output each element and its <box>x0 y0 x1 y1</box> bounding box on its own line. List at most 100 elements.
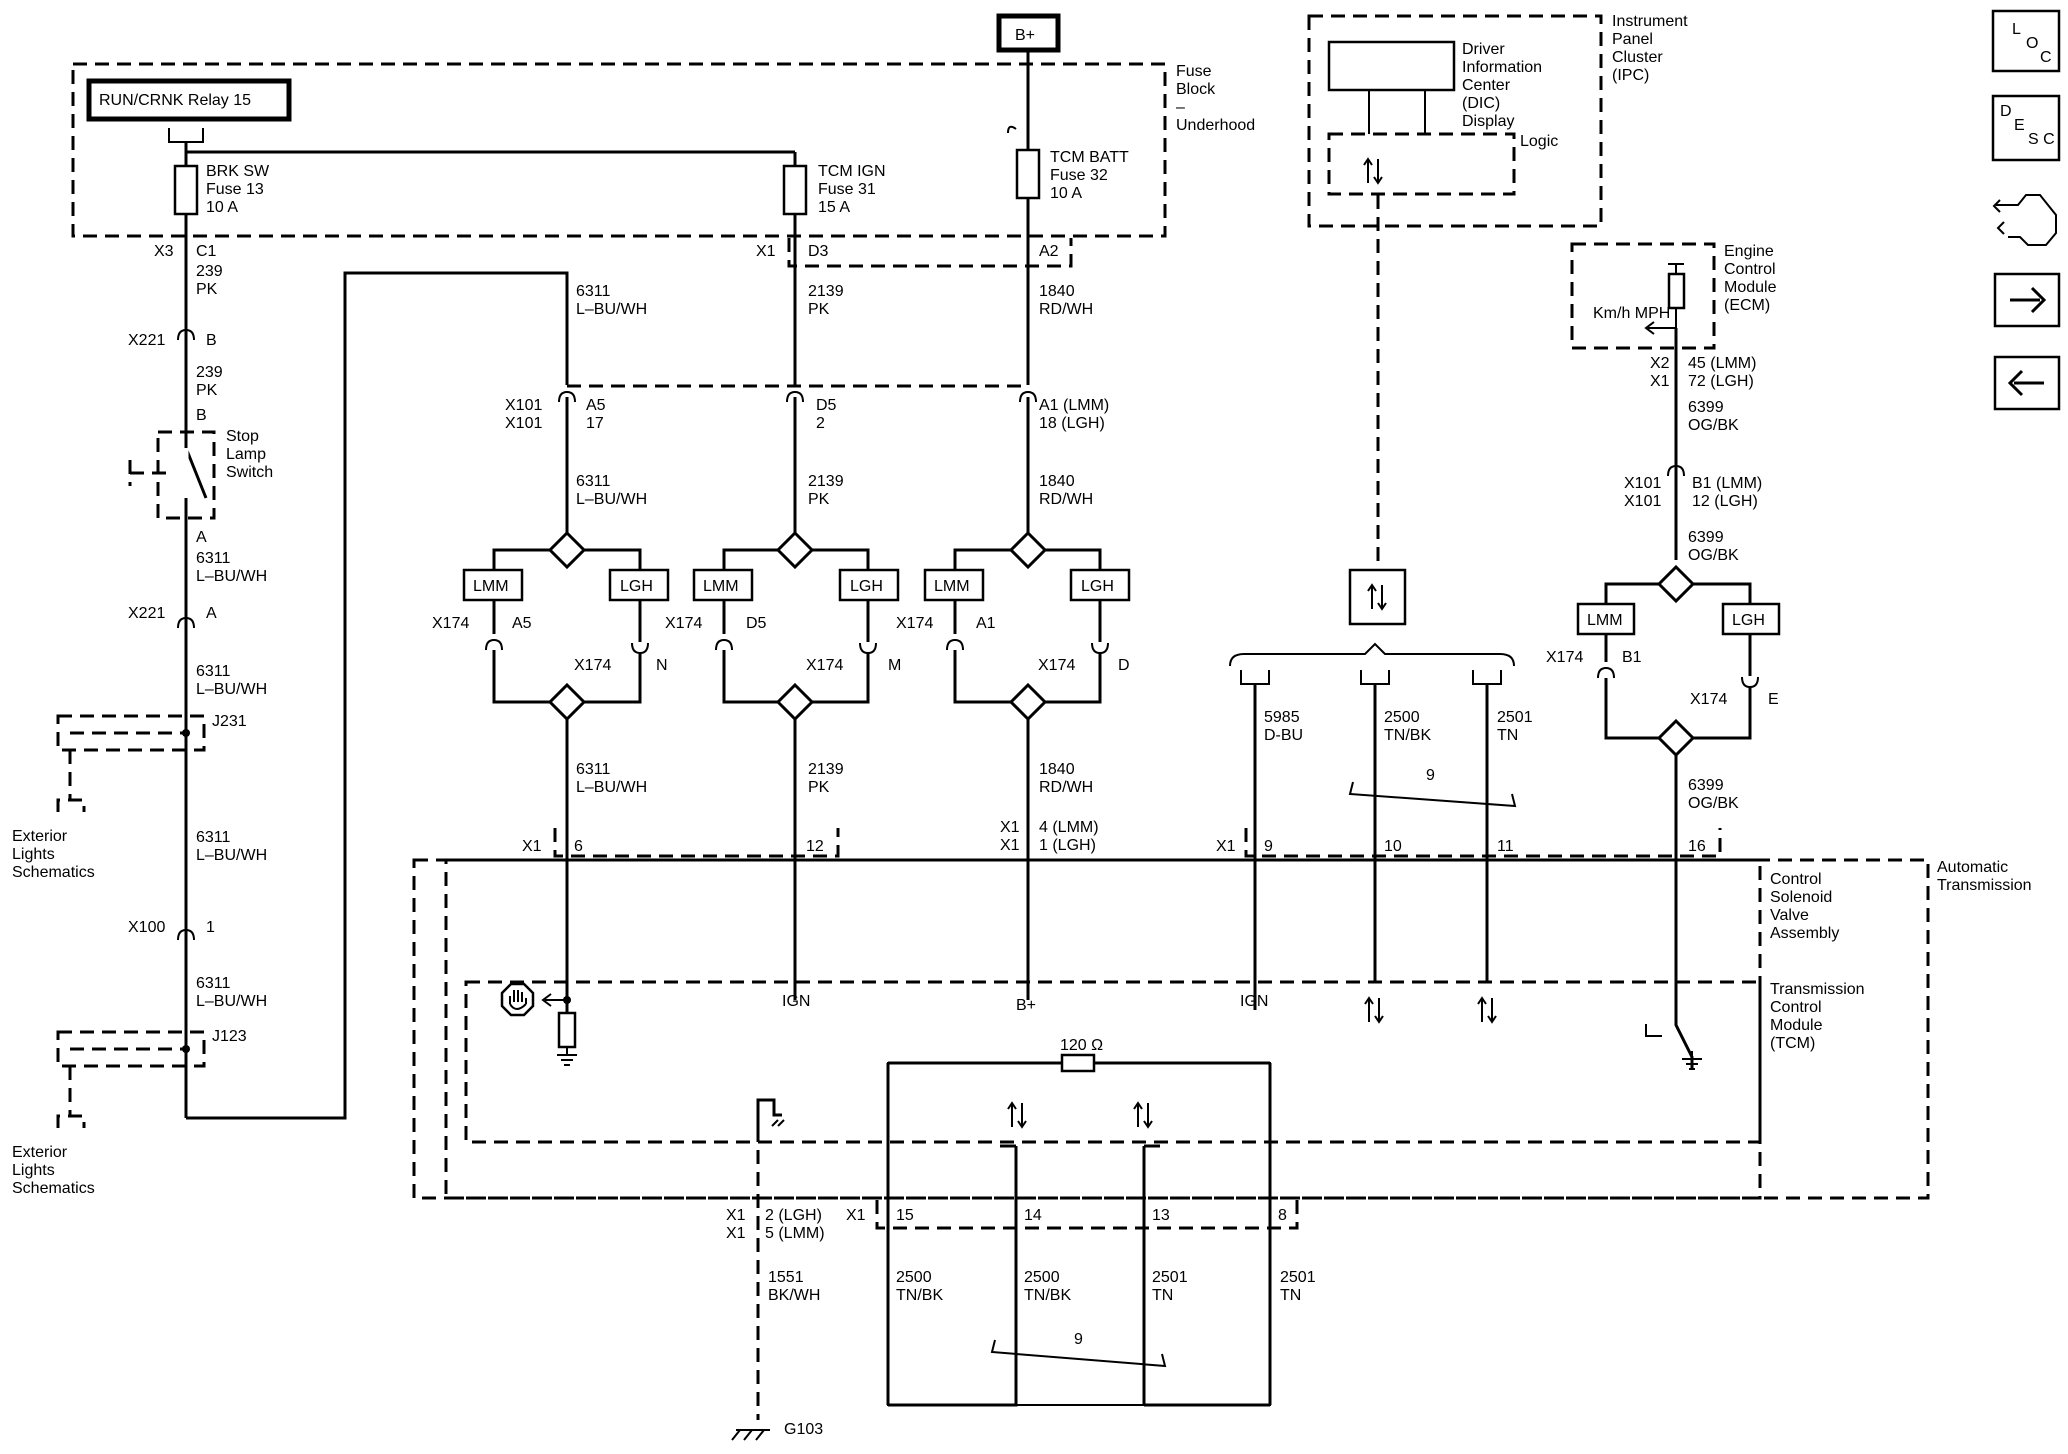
x174-m-pin: M <box>888 657 901 674</box>
conn-x101-b: X101 <box>505 415 542 432</box>
w6311-b: 6311 <box>196 663 231 680</box>
pin-11: 11 <box>1497 838 1514 855</box>
x174-e: X174 <box>1690 691 1727 708</box>
fuse-31-icon <box>782 164 808 216</box>
lgh-2139: LGH <box>850 578 883 595</box>
fuse-32-icon <box>1015 148 1041 200</box>
conn-x221-a: X221 <box>128 605 165 622</box>
svg-text:L: L <box>2012 21 2021 38</box>
can-data-icon-2 <box>1133 1102 1153 1128</box>
w1551-color: BK/WH <box>768 1287 820 1304</box>
w2501-b: 2501 <box>1152 1269 1188 1286</box>
pin-9: 9 <box>1264 838 1273 855</box>
conn-x221-a-pin: A <box>206 605 217 622</box>
pin-2lgh: 2 (LGH) <box>765 1207 822 1224</box>
connector-end-view-icon[interactable] <box>1992 194 2057 246</box>
brake-input-resistor-icon <box>557 1011 577 1049</box>
w6399-c-color: OG/BK <box>1688 795 1739 812</box>
w1840-top-color: RD/WH <box>1039 301 1093 318</box>
w2139-mid-color: PK <box>808 491 830 508</box>
w6311-mid: 6311 <box>576 473 611 490</box>
x1-2lgh: X1 <box>726 1207 746 1224</box>
lmm-2139: LMM <box>703 578 739 595</box>
svg-text:E: E <box>2014 117 2025 134</box>
w2500-c-color: TN/BK <box>1024 1287 1071 1304</box>
pin-15: 15 <box>896 1207 914 1224</box>
x1-trans-bottom-outline <box>875 1200 1299 1230</box>
tcm-case-ground <box>756 1098 782 1128</box>
twist-top: 9 <box>1426 767 1435 784</box>
stop-lamp-pin-b: B <box>196 407 207 424</box>
fuse-block-title-line: Fuse <box>1176 63 1212 80</box>
can-resistor-label: 120 Ω <box>1060 1037 1103 1054</box>
w2139-mid: 2139 <box>808 473 844 490</box>
svg-text:O: O <box>2026 35 2038 52</box>
conn-d5: D5 <box>816 397 837 414</box>
w2500-b-color: TN/BK <box>896 1287 943 1304</box>
w2501-top-color: TN <box>1497 727 1518 744</box>
pin-14: 14 <box>1024 1207 1042 1224</box>
w6311-d-color: L–BU/WH <box>196 993 267 1010</box>
w6399-b: 6399 <box>1688 529 1724 546</box>
stop-lamp-pin-a: A <box>196 529 207 546</box>
conn-12lgh: 12 (LGH) <box>1692 493 1758 510</box>
brake-pedal-link <box>128 460 170 486</box>
conn-x1-ecm: X1 <box>1650 373 1670 390</box>
splice-tick <box>1007 125 1017 134</box>
x174-a5-pin: A5 <box>512 615 532 632</box>
tcm-outline <box>464 980 1762 1144</box>
ipc-data-icon <box>1363 158 1383 184</box>
lgh-6311: LGH <box>620 578 653 595</box>
svg-text:C: C <box>2040 49 2052 66</box>
w6311-b-color: L–BU/WH <box>196 681 267 698</box>
x1-6: X1 <box>522 838 542 855</box>
w2500-top: 2500 <box>1384 709 1420 726</box>
w5985: 5985 <box>1264 709 1300 726</box>
pin-13: 13 <box>1152 1207 1170 1224</box>
w2500-top-color: TN/BK <box>1384 727 1431 744</box>
conn-2: 2 <box>816 415 825 432</box>
nav-description-button[interactable]: D E S C <box>1991 94 2061 162</box>
x1-connector-outline <box>787 238 1073 268</box>
w2500-c: 2500 <box>1024 1269 1060 1286</box>
brake-signal-return <box>186 271 569 1120</box>
can-twist <box>990 1339 1167 1368</box>
w2501-c-color: TN <box>1280 1287 1301 1304</box>
w6311-mid-color: L–BU/WH <box>576 491 647 508</box>
fuse-32-name: TCM BATT <box>1050 149 1129 166</box>
w1840-top: 1840 <box>1039 283 1075 300</box>
previous-page-button[interactable] <box>1993 355 2061 411</box>
x1-9: X1 <box>1216 838 1236 855</box>
relay-label: RUN/CRNK Relay 15 <box>99 92 251 109</box>
bplus-label: B+ <box>1015 27 1035 44</box>
conn-x100-pin: 1 <box>206 919 215 936</box>
j231-outline <box>56 714 206 752</box>
tcm-ign-a: IGN <box>782 993 810 1010</box>
pin-5lmm: 5 (LMM) <box>765 1225 825 1242</box>
x1-trans-right-outline <box>1244 828 1722 858</box>
vss-switch-icon <box>1674 1013 1694 1069</box>
next-page-button[interactable] <box>1993 272 2061 328</box>
pin-12: 12 <box>806 838 824 855</box>
conn-x221-b-pin: B <box>206 332 217 349</box>
conn-x101-a: X101 <box>505 397 542 414</box>
ecm-output-arrow-icon <box>1644 321 1655 335</box>
nav-location-button[interactable]: L O C <box>1991 9 2061 73</box>
fuse-32-number: Fuse 32 <box>1050 167 1108 184</box>
conn-17: 17 <box>586 415 604 432</box>
x1-4lmm: X1 <box>1000 819 1020 836</box>
w2139-bot: 2139 <box>808 761 844 778</box>
exterior-link-bottom <box>56 1066 86 1128</box>
twist-bottom: 9 <box>1074 1331 1083 1348</box>
stop-lamp-switch-icon <box>184 447 208 499</box>
lmm-1840: LMM <box>934 578 970 595</box>
w6311-a: 6311 <box>196 550 231 567</box>
g103-ground-icon <box>731 1429 770 1441</box>
x174-d5-pin: D5 <box>746 615 767 632</box>
tcm-serial-wires <box>1240 670 1517 1010</box>
